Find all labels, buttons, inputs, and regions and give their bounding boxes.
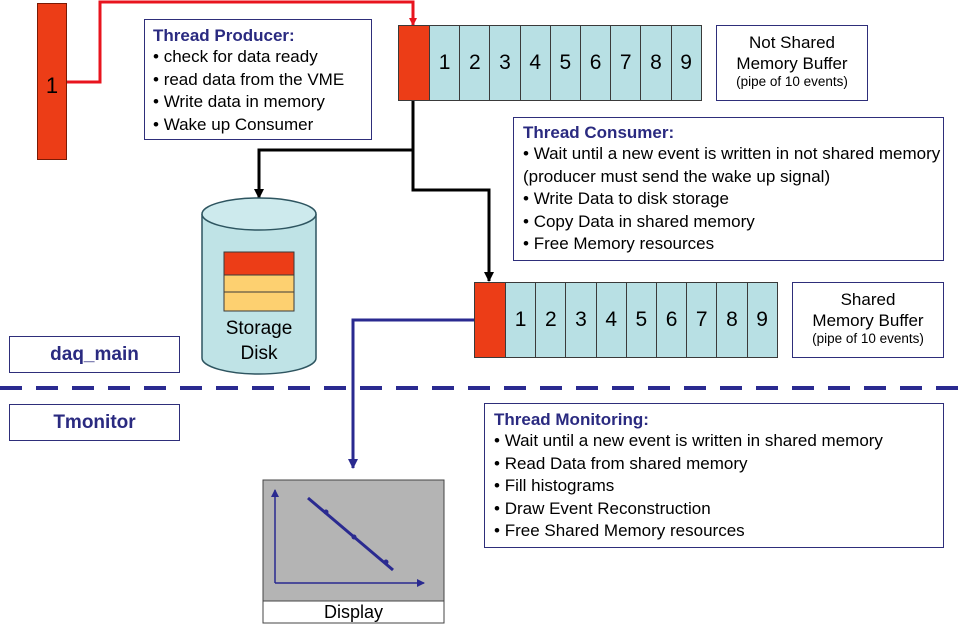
shared-label-line2: Memory Buffer [812,311,924,330]
producer-list: check for data ready read data from the … [153,46,371,136]
consumer-item: Copy Data in shared memory [523,211,943,234]
buffer-cell: 1 [506,282,537,358]
buffer-cell: 1 [430,25,461,101]
consumer-title: Thread Consumer: [523,123,675,142]
consumer-box: Thread Consumer: Wait until a new event … [513,117,944,261]
monitoring-item: Read Data from shared memory [494,453,943,476]
storage-disk-icon [201,197,317,375]
process-tag-tmonitor: Tmonitor [9,404,180,441]
producer-box: Thread Producer: check for data ready re… [144,19,372,140]
buffer-write-slot [398,25,430,101]
buffer-cell: 5 [626,282,657,358]
process-tag-daq-main-label: daq_main [50,344,139,365]
monitoring-box: Thread Monitoring: Wait until a new even… [484,403,944,548]
buffer-cell: 2 [460,25,491,101]
buffer-cell: 3 [566,282,597,358]
consumer-wire-to-shared [411,150,494,282]
display-label-text: Display [323,602,384,622]
shared-buffer-label: Shared Memory Buffer (pipe of 10 events) [792,282,944,358]
buffer-cell: 4 [520,25,551,101]
plot-point [383,559,389,565]
plot-point [323,509,329,515]
monitoring-item: Fill histograms [494,475,943,498]
buffer-write-slot [474,282,506,358]
monitoring-title: Thread Monitoring: [494,410,649,429]
process-tag-tmonitor-label: Tmonitor [53,412,136,433]
buffer-cell: 5 [550,25,581,101]
monitoring-item: Draw Event Reconstruction [494,498,943,521]
storage-disk-label: Storage Disk [202,316,316,366]
shared-label-line1: Shared [840,290,896,309]
buffer-cell: 7 [687,282,718,358]
not-shared-label-line1: Not Shared [749,33,835,52]
buffer-cell: 6 [656,282,688,358]
not-shared-label-note: (pipe of 10 events) [736,74,848,89]
buffer-cell: 3 [490,25,521,101]
storage-label-line2: Disk [240,343,278,364]
producer-item: check for data ready [153,46,371,69]
display-label: Display [263,601,444,623]
producer-wire [67,0,417,84]
buffer-cell: 9 [747,282,778,358]
producer-item: Wake up Consumer [153,114,371,137]
monitoring-list: Wait until a new event is written in sha… [494,430,943,543]
buffer-cell: 2 [536,282,567,358]
buffer-cell: 9 [671,25,702,101]
monitoring-item: Wait until a new event is written in sha… [494,430,943,453]
consumer-wire-to-disk [254,101,415,199]
monitoring-item: Free Shared Memory resources [494,520,943,543]
shared-buffer: 1 2 3 4 5 6 7 8 9 [474,282,778,358]
not-shared-label-line2: Memory Buffer [736,54,848,73]
producer-item: read data from the VME [153,69,371,92]
front-end-label: 1 [45,73,59,98]
not-shared-buffer-label: Not Shared Memory Buffer (pipe of 10 eve… [716,25,868,101]
buffer-cell: 7 [611,25,642,101]
buffer-cell: 8 [641,25,672,101]
buffer-cell: 6 [580,25,612,101]
consumer-list: Wait until a new event is written in not… [523,143,943,256]
storage-label-line1: Storage [225,318,293,339]
plot-point [351,534,357,540]
display-panel [262,479,445,624]
producer-item: Write data in memory [153,91,371,114]
not-shared-buffer: 1 2 3 4 5 6 7 8 9 [398,25,702,101]
process-tag-daq-main: daq_main [9,336,180,373]
consumer-item: Write Data to disk storage [523,188,943,211]
monitor-wire [348,318,474,469]
producer-title: Thread Producer: [153,26,295,45]
buffer-cell: 4 [596,282,627,358]
plot-trend-line [307,496,394,572]
shared-label-note: (pipe of 10 events) [812,331,924,346]
buffer-cell: 8 [717,282,748,358]
consumer-item: Wait until a new event is written in not… [523,143,943,188]
front-end-block: 1 [37,3,67,160]
consumer-item: Free Memory resources [523,233,943,256]
